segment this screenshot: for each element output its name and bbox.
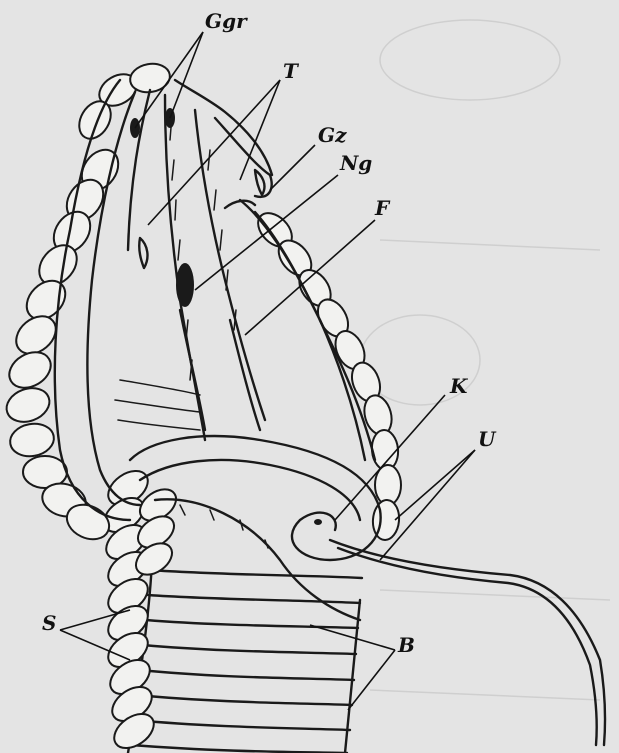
label-f: F bbox=[374, 196, 391, 220]
glottis bbox=[176, 263, 194, 307]
label-gz: Gz bbox=[318, 123, 347, 147]
lateral-scale-chain bbox=[98, 464, 182, 753]
label-s: S bbox=[42, 611, 56, 635]
label-t: T bbox=[283, 59, 300, 83]
label-u: U bbox=[478, 427, 497, 451]
label-k: K bbox=[449, 374, 469, 398]
label-ng: Ng bbox=[339, 151, 372, 175]
ventral-scutes bbox=[131, 570, 362, 753]
neck-body bbox=[128, 560, 362, 753]
fangs bbox=[139, 170, 264, 268]
background-show-through bbox=[360, 20, 610, 700]
label-ggr: Ggr bbox=[205, 9, 248, 33]
head-outer-scales-left bbox=[2, 61, 172, 546]
palate bbox=[128, 90, 272, 440]
label-b: B bbox=[397, 633, 415, 657]
venom-glands bbox=[130, 108, 175, 138]
head-outer-scales-right bbox=[252, 207, 401, 541]
